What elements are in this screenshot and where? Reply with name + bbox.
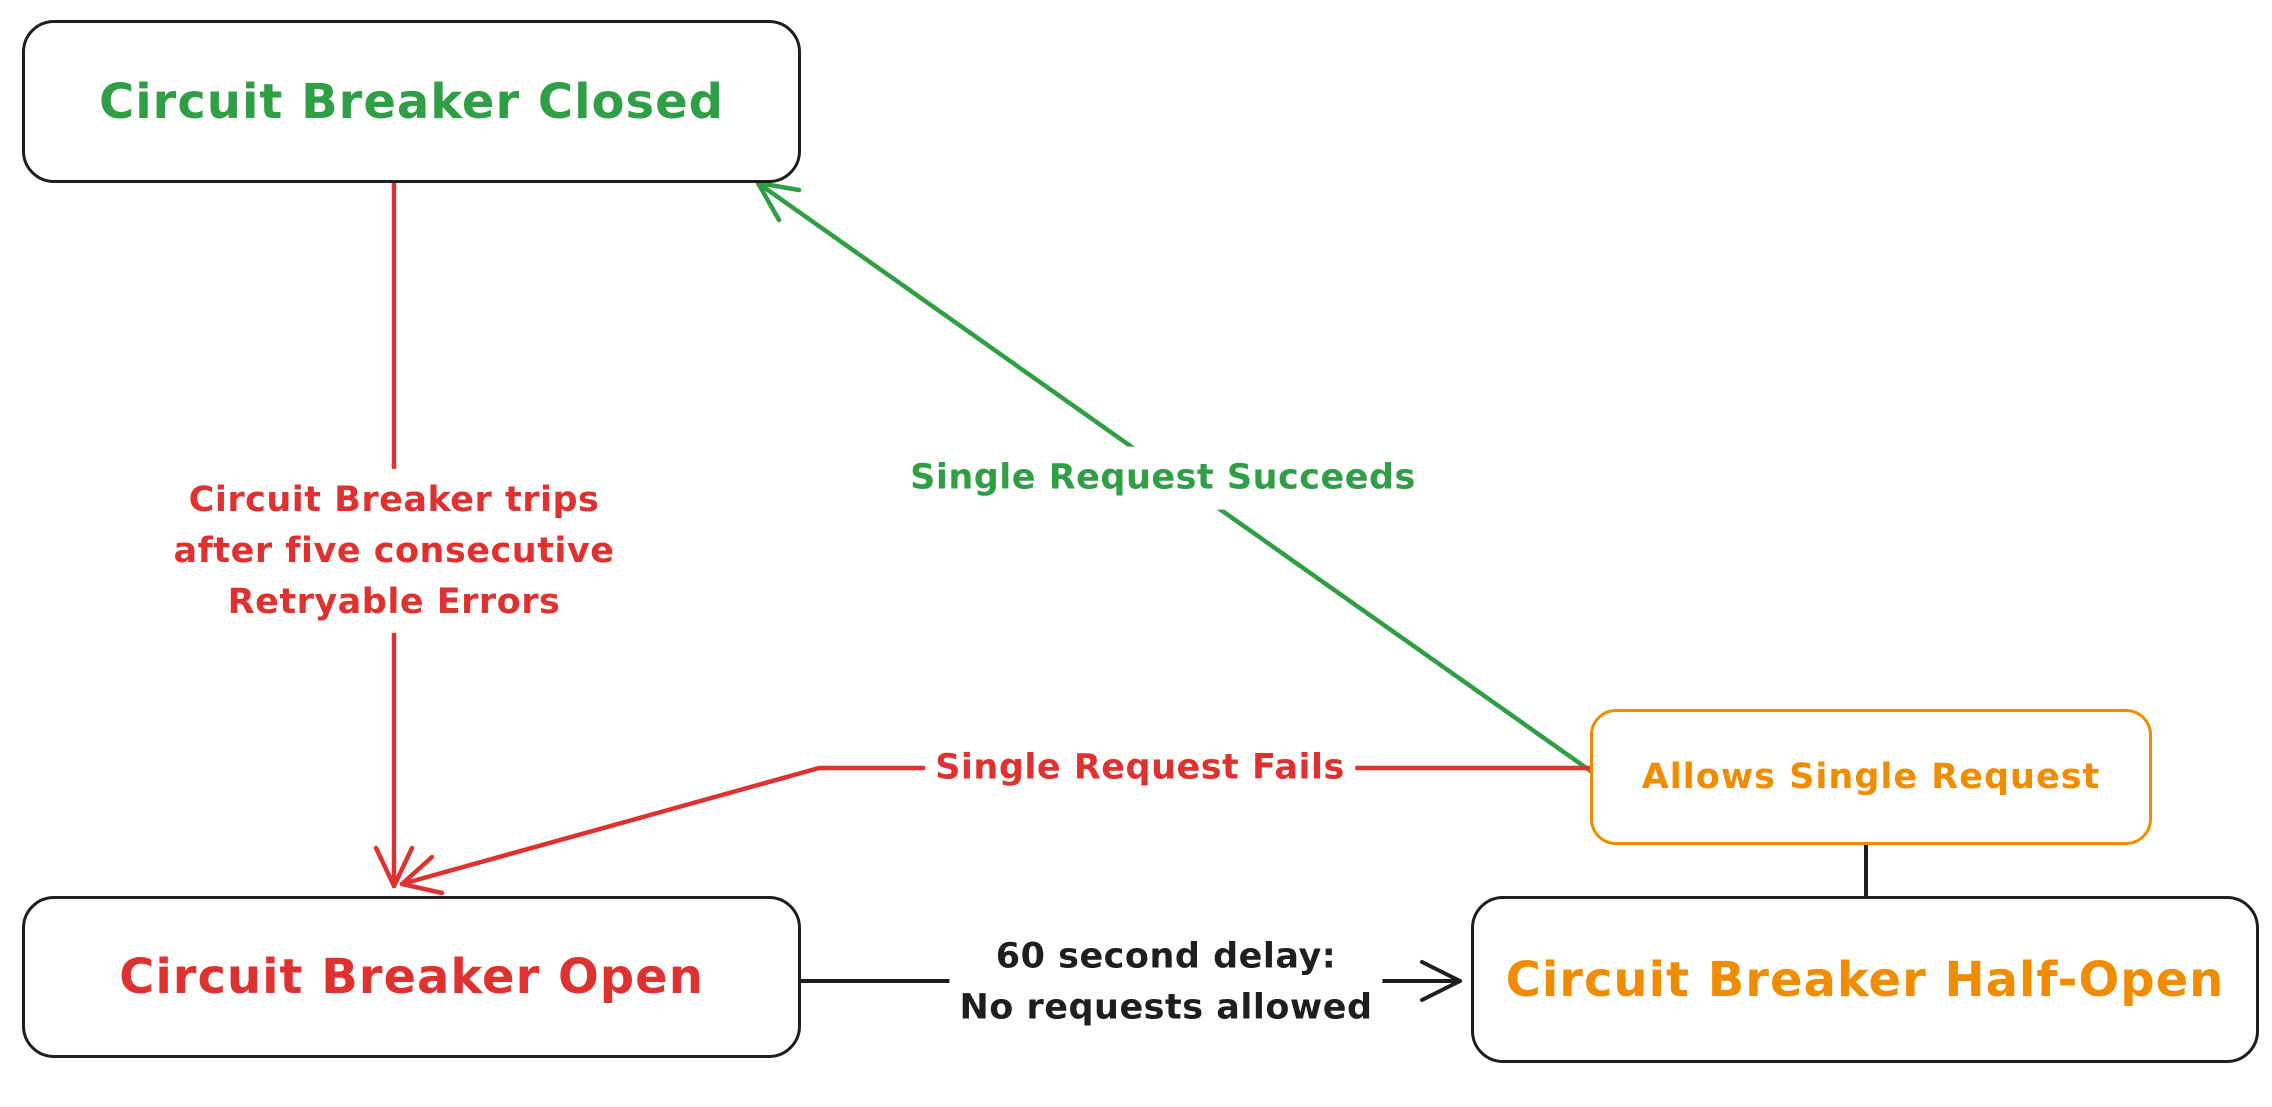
arrowhead-fails [399,854,445,896]
edge-trip-label-line-2: after five consecutive [173,530,615,571]
edge-succeeds-label: Single Request Succeeds [900,446,1426,510]
edge-delay-label: 60 second delay: No requests allowed [949,925,1383,1039]
node-closed-label: Circuit Breaker Closed [99,73,724,130]
edge-trip-label: Circuit Breaker trips after five consecu… [163,468,625,634]
edge-delay-label-line-1: 60 second delay: [995,936,1337,977]
arrowhead-trip [373,845,415,889]
node-circuit-breaker-closed: Circuit Breaker Closed [22,20,801,183]
edge-trip-label-line-3: Retryable Errors [227,581,561,622]
arrowhead-succeeds [755,180,802,223]
node-half-open-label: Circuit Breaker Half-Open [1505,951,2225,1008]
node-circuit-breaker-half-open: Circuit Breaker Half-Open [1471,896,2259,1063]
node-allows-single-request-label: Allows Single Request [1641,757,2101,797]
arrowhead-delay [1420,960,1462,1002]
edge-fails-label: Single Request Fails [925,736,1355,800]
edge-delay-label-line-2: No requests allowed [959,987,1373,1027]
node-allows-single-request: Allows Single Request [1590,709,2152,845]
node-circuit-breaker-open: Circuit Breaker Open [22,896,801,1058]
edge-trip-label-line-1: Circuit Breaker trips [188,479,600,520]
node-open-label: Circuit Breaker Open [119,949,704,1005]
